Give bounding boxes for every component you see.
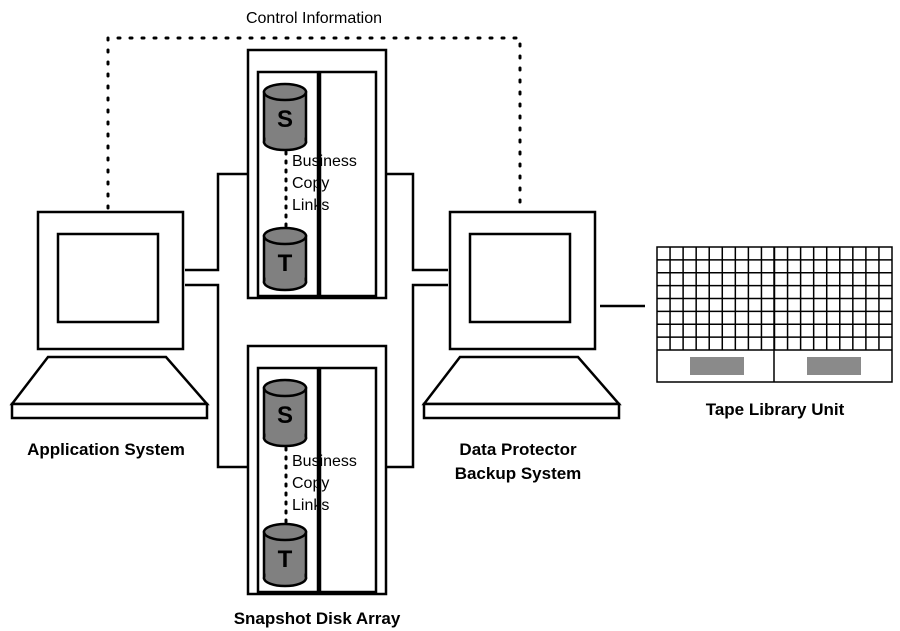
business-copy-label-line2: Copy — [292, 475, 329, 492]
tape-drive-left — [690, 357, 744, 375]
application-system-label: Application System — [27, 440, 185, 459]
tape-slot-grid — [657, 247, 892, 350]
backup-system-label-line1: Data Protector — [459, 440, 577, 459]
tape-drive-right — [807, 357, 861, 375]
business-copy-label-line1: Business — [292, 453, 357, 470]
source-disk-label: S — [277, 106, 293, 133]
app-to-array-connections — [185, 172, 248, 469]
disk-array-label: Snapshot Disk Array — [234, 609, 401, 628]
disk-array-upper: S Business Copy Links T — [246, 48, 388, 300]
source-disk-icon: S — [262, 378, 308, 448]
business-copy-label-line3: Links — [292, 497, 329, 514]
control-info-link — [106, 36, 522, 210]
source-disk-icon: S — [262, 82, 308, 152]
array-to-backup-connections — [386, 172, 448, 469]
target-disk-icon: T — [262, 522, 308, 588]
tape-library-label: Tape Library Unit — [706, 400, 845, 419]
business-copy-label-line2: Copy — [292, 175, 329, 192]
tape-library-unit — [656, 246, 893, 383]
business-copy-label-line1: Business — [292, 153, 357, 170]
disk-array-lower: S Business Copy Links T — [246, 344, 388, 596]
backup-system-computer — [421, 210, 622, 420]
target-disk-icon: T — [262, 226, 308, 292]
backup-system-label-line2: Backup System — [455, 464, 582, 483]
business-copy-label-line3: Links — [292, 197, 329, 214]
target-disk-label: T — [278, 546, 293, 573]
target-disk-label: T — [278, 250, 293, 277]
application-system-computer — [9, 210, 210, 420]
source-disk-label: S — [277, 402, 293, 429]
control-info-label: Control Information — [246, 10, 382, 27]
